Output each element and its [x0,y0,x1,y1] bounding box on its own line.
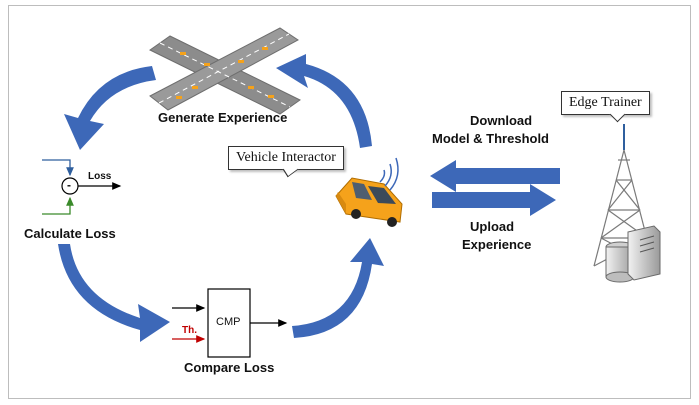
cycle-arrow-bottom-left [58,244,170,342]
compare-loss-label: Compare Loss [184,360,275,375]
cycle-arrow-top-left [64,66,156,150]
compare-block [172,288,288,358]
wireless-signal-icon [379,157,399,191]
cycle-arrow-top-right [276,54,372,148]
cycle-arrows [58,54,384,342]
download-arrow [430,160,560,192]
upload-label-line2: Experience [462,237,532,252]
upload-arrow [432,184,556,216]
cycle-arrow-bottom-right [292,238,384,338]
loss-output-label: Loss [88,171,112,182]
cmp-label: CMP [216,316,241,328]
minus-sign-label: - [67,178,71,192]
intersection-icon [149,27,301,115]
download-label-line2: Model & Threshold [432,131,549,146]
generate-experience-label: Generate Experience [158,110,288,125]
download-label-line1: Download [470,113,533,128]
upload-label-line1: Upload [470,219,515,234]
loss-summing-node [42,159,122,215]
edge-trainer-callout: Edge Trainer [561,91,650,115]
van-icon [335,177,403,227]
calculate-loss-label: Calculate Loss [24,226,116,241]
threshold-label: Th. [182,325,197,336]
server-icon [605,225,661,283]
vehicle-interactor-callout: Vehicle Interactor [228,146,344,170]
